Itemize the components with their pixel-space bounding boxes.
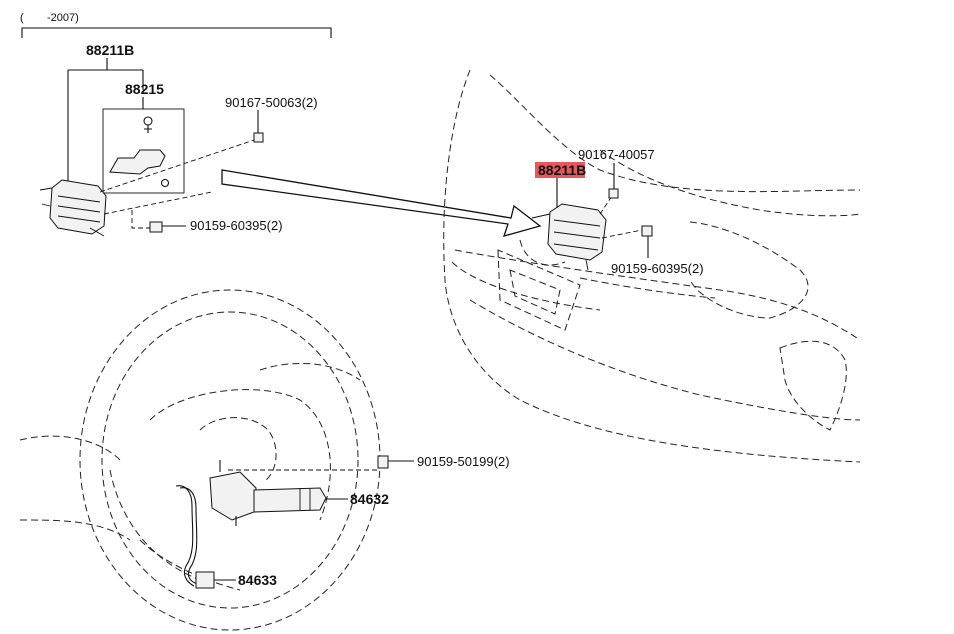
callout-88211b-right[interactable]: 88211B xyxy=(538,162,586,178)
bolt-top-icon xyxy=(253,127,264,143)
clip-screw xyxy=(143,116,153,126)
bracket-detail-box xyxy=(102,108,185,194)
range-open-paren: ( xyxy=(20,12,24,24)
screw-steering-icon xyxy=(377,455,389,469)
callout-90167-50063[interactable]: 90167-50063(2) xyxy=(225,95,318,110)
callout-90159-60395-left[interactable]: 90159-60395(2) xyxy=(190,218,283,233)
install-location-arrow xyxy=(221,169,542,237)
callout-90159-60395-right[interactable]: 90159-60395(2) xyxy=(611,261,704,276)
turn-signal-switch xyxy=(209,460,327,526)
callout-88211b-left[interactable]: 88211B xyxy=(86,42,134,58)
year-range-bracket: ( -2007) xyxy=(20,12,332,38)
wire-harness xyxy=(175,485,215,589)
sensor-unit-left xyxy=(39,179,107,237)
bolt-right-bottom-icon xyxy=(641,225,653,237)
callout-90159-50199[interactable]: 90159-50199(2) xyxy=(417,454,510,469)
right-sensor-installed: 88211B 90167-40057 90159-60395(2) xyxy=(531,147,704,276)
callout-90167-40057[interactable]: 90167-40057 xyxy=(578,147,655,162)
callout-84633[interactable]: 84633 xyxy=(238,572,277,588)
callout-88215[interactable]: 88215 xyxy=(125,81,164,97)
callout-84632[interactable]: 84632 xyxy=(350,491,389,507)
steering-wheel-view: 90159-50199(2) 84632 84633 xyxy=(19,289,510,631)
bolt-bottom-left-icon xyxy=(149,221,163,233)
left-sensor-exploded-view: 88211B 88215 90167-50063(2) 901 xyxy=(39,42,318,237)
highlight-88211b-right xyxy=(535,162,585,178)
bracket-part xyxy=(109,149,166,175)
clip-nut xyxy=(160,178,170,188)
bolt-right-top-icon xyxy=(608,188,619,199)
range-label: -2007) xyxy=(47,12,79,24)
